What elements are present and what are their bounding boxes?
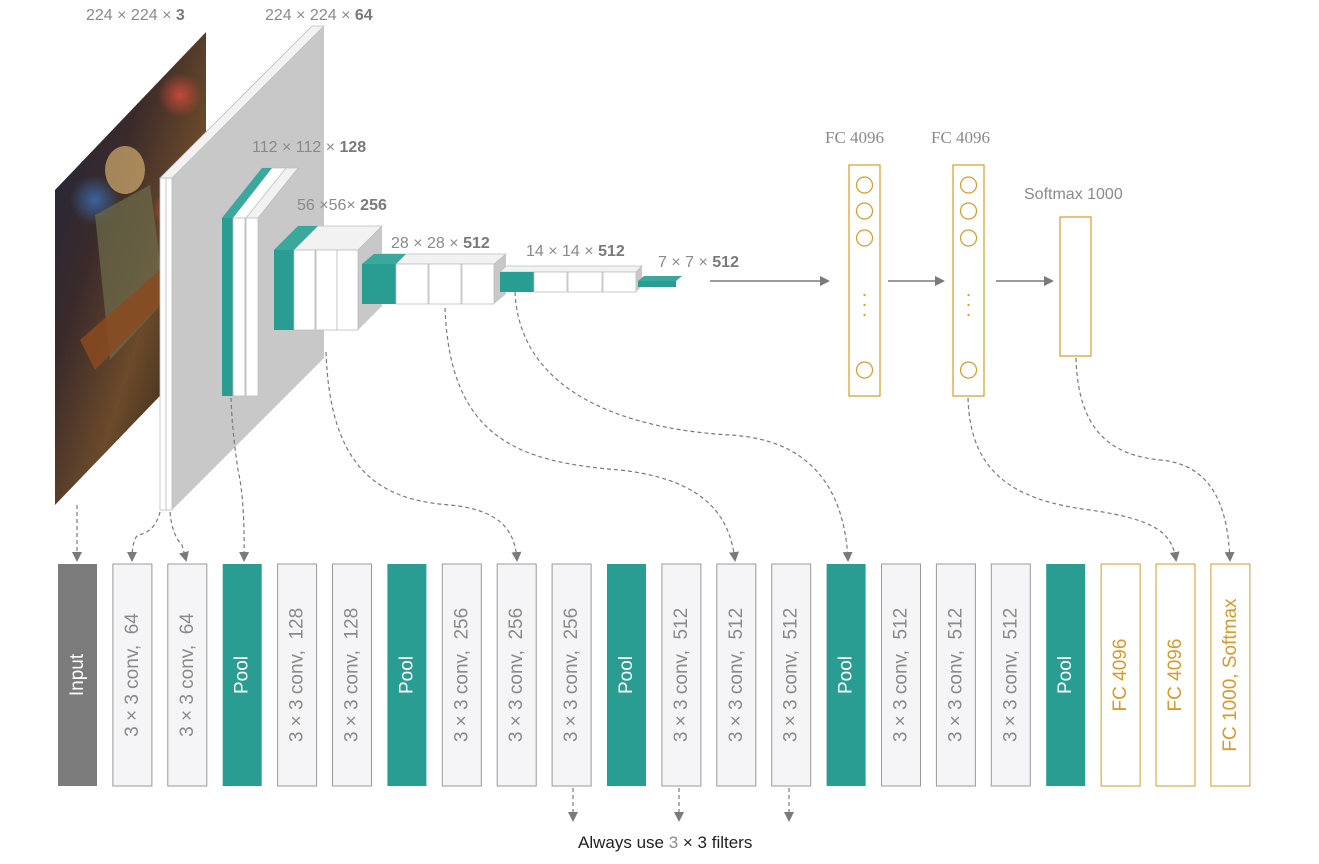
layer-box-8-conv — [441, 563, 482, 787]
pool-5-volume — [638, 276, 682, 287]
layer-label-12: 3 × 3 conv, 512 — [671, 608, 692, 742]
layer-label-20: FC 4096 — [1110, 639, 1131, 712]
layer-box-4-pool — [222, 564, 262, 786]
layer-label-18: 3 × 3 conv, 512 — [1000, 608, 1021, 742]
filter-note: Always use 3 × 3 filters — [578, 833, 752, 852]
softmax-top-label: Softmax 1000 — [1024, 186, 1123, 203]
fc1-top-label: FC 4096 — [825, 128, 884, 147]
layer-box-7-pool — [387, 564, 427, 786]
layer-box-12-conv — [661, 563, 702, 787]
layer-label-7: Pool — [396, 656, 417, 694]
layer-box-5-conv — [277, 563, 318, 787]
block5-dim-label: 14 × 14 × 512 — [526, 243, 625, 260]
layer-label-14: 3 × 3 conv, 512 — [781, 608, 802, 742]
block3-dim-label: 56 ×56× 256 — [297, 197, 387, 214]
layer-label-16: 3 × 3 conv, 512 — [891, 608, 912, 742]
layer-box-11-pool — [607, 564, 646, 786]
conv-block-2-volume — [221, 167, 299, 397]
block2-dim-label: 112 × 112 × 128 — [252, 139, 366, 156]
layer-box-10-conv — [551, 563, 592, 787]
layer-box-17-conv — [935, 563, 976, 787]
fc2-neuron-column — [952, 164, 985, 397]
block4-dim-label: 28 × 28 × 512 — [391, 235, 490, 252]
connector-block3 — [444, 307, 739, 562]
conv-block-5-volume — [499, 265, 643, 293]
fc2-top-label: FC 4096 — [931, 128, 990, 147]
layer-label-5: 3 × 3 conv, 128 — [287, 608, 308, 742]
layer-box-13-conv — [716, 563, 757, 787]
layer-box-20-fc — [1100, 563, 1141, 787]
connector-block4 — [514, 291, 853, 562]
layer-box-2-conv — [112, 563, 153, 787]
layer-box-9-conv — [496, 563, 537, 787]
layer-box-19-pool — [1046, 564, 1086, 786]
layer-label-22: FC 1000, Softmax — [1220, 598, 1241, 752]
layer-box-14-conv — [771, 563, 812, 787]
layer-label-6: 3 × 3 conv, 128 — [342, 608, 363, 742]
connector-block2 — [325, 351, 522, 562]
layer-label-3: 3 × 3 conv, 64 — [177, 613, 198, 737]
layer-label-15: Pool — [836, 656, 857, 694]
layer-box-16-conv — [881, 563, 921, 787]
connector-fc2 — [967, 397, 1180, 562]
layer-box-21-fc — [1155, 563, 1196, 787]
filter-note-highlight: 3 — [669, 833, 678, 852]
layer-label-19: Pool — [1055, 656, 1076, 694]
layer-label-1: Input — [67, 653, 88, 696]
layer-box-18-conv — [990, 563, 1031, 787]
layer-box-1-input — [58, 564, 97, 786]
layer-label-4: Pool — [232, 656, 253, 694]
pool5-dim-label: 7 × 7 × 512 — [658, 254, 739, 271]
connector-pool1 — [230, 397, 250, 562]
layer-box-15-pool — [826, 564, 866, 786]
layer-label-11: Pool — [616, 656, 637, 694]
layer-label-21: FC 4096 — [1165, 639, 1186, 712]
layer-strip: Input 3 × 3 conv, 64 3 × 3 conv, 64 Pool 3 ×… — [58, 563, 1251, 787]
input-dim-label: 224 × 224 × 3 — [86, 7, 185, 24]
connector-conv1-b — [169, 511, 189, 562]
layer-label-9: 3 × 3 conv, 256 — [506, 608, 527, 742]
layer-label-13: 3 × 3 conv, 512 — [726, 608, 747, 742]
layer-box-22-fc — [1210, 563, 1251, 787]
layer-label-10: 3 × 3 conv, 256 — [561, 608, 582, 742]
layer-box-3-conv — [167, 563, 208, 787]
connector-conv1-a — [127, 511, 161, 562]
fc1-neuron-column — [848, 164, 881, 397]
layer-label-17: 3 × 3 conv, 512 — [945, 608, 966, 742]
connector-softmax — [1075, 357, 1235, 562]
softmax-column — [1059, 216, 1092, 357]
block1-dim-label: 224 × 224 × 64 — [265, 7, 373, 24]
layer-label-2: 3 × 3 conv, 64 — [122, 613, 143, 737]
layer-box-6-conv — [332, 563, 372, 787]
conv-block-4-volume — [360, 253, 508, 305]
layer-label-8: 3 × 3 conv, 256 — [451, 608, 472, 742]
